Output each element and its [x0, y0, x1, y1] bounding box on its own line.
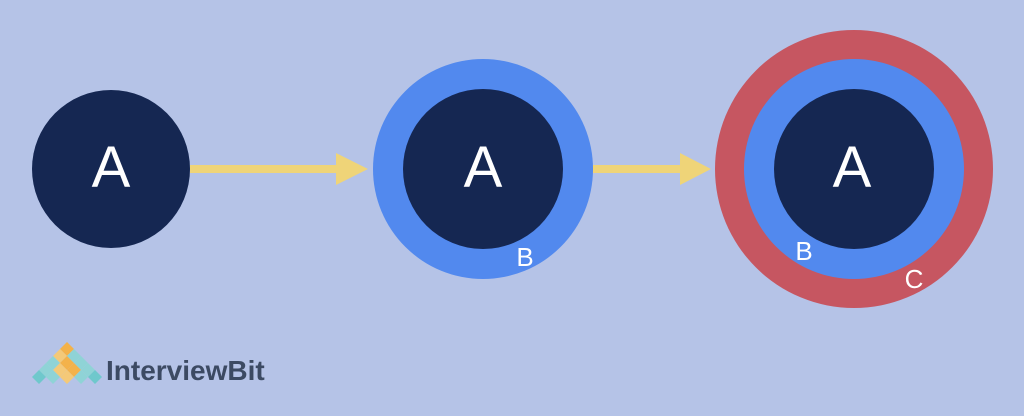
label-b: B	[795, 236, 812, 266]
label-b: B	[516, 242, 533, 272]
label-a: A	[833, 135, 872, 200]
logo-text: InterviewBit	[106, 355, 265, 386]
core-circle	[403, 89, 563, 249]
arrow-2-head	[680, 153, 711, 185]
core-circle	[32, 90, 190, 248]
core-circle	[774, 89, 934, 249]
label-c: C	[905, 264, 924, 294]
label-a: A	[92, 135, 131, 200]
label-a: A	[464, 135, 503, 200]
logo: InterviewBit	[32, 342, 265, 386]
arrow-2-shaft	[593, 165, 683, 173]
arrow-1	[190, 153, 368, 185]
step-2: A B	[373, 59, 593, 279]
arrow-1-head	[336, 153, 368, 185]
arrow-1-shaft	[190, 165, 340, 173]
arrow-2	[593, 153, 711, 185]
step-1: A	[32, 90, 190, 248]
pyramid-dots-icon	[32, 342, 102, 384]
step-3: A B C	[715, 30, 993, 308]
